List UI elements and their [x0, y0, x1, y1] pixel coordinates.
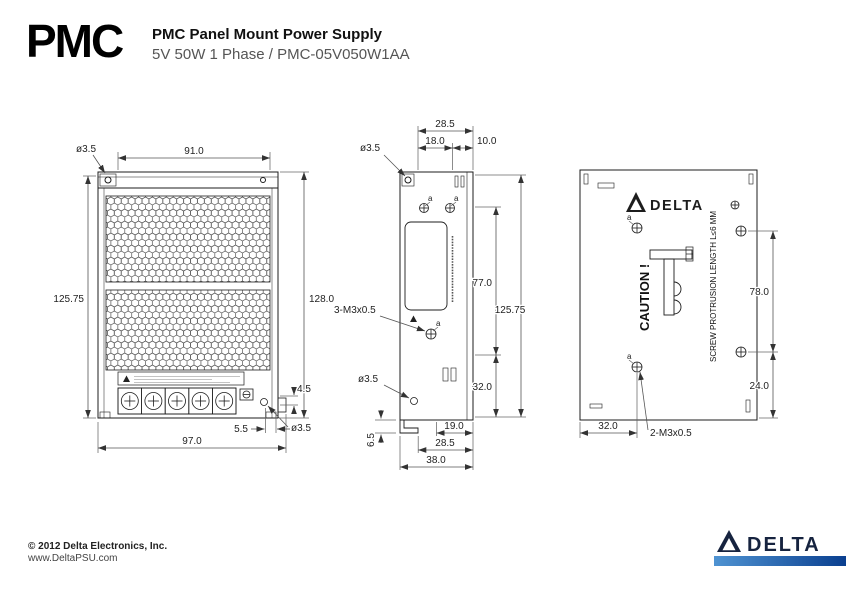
dim-side-depth-total: 38.0 [426, 455, 446, 466]
hole-label-a: a [436, 319, 441, 328]
dim-side-hole-bottom: ø3.5 [358, 374, 378, 385]
page-title: PMC Panel Mount Power Supply [152, 26, 383, 43]
back-screws [631, 200, 747, 373]
mount-hole-bottom [260, 398, 268, 406]
dim-front-height-right: 128.0 [309, 294, 334, 305]
back-dimensions: 78.0 24.0 32.0 2-M3x0.5 a a [579, 212, 778, 440]
connector-window [404, 221, 448, 311]
mount-hole-top-left [104, 176, 112, 184]
dim-front-offset-right: 4.5 [297, 384, 311, 395]
delta-logo: DELTA [714, 527, 846, 572]
delta-wordmark: DELTA [650, 198, 704, 214]
front-dimensions: ø3.5 91.0 125.75 128.0 97.0 5.5 ø3.5 4.5 [52, 143, 336, 453]
dim-side-height-77: 77.0 [473, 278, 493, 289]
caution-text: CAUTION ! [637, 264, 652, 331]
hole-label-a: a [627, 352, 632, 361]
dim-back-height-78: 78.0 [750, 287, 770, 298]
side-screw-mid [425, 328, 437, 340]
dim-side-hole-top: ø3.5 [360, 143, 380, 154]
hole-label-a: a [627, 213, 632, 222]
dim-side-height-32: 32.0 [473, 382, 493, 393]
voltage-adjust-pot [239, 388, 254, 401]
copyright-text: © 2012 Delta Electronics, Inc. [28, 541, 168, 552]
dim-front-width-top: 91.0 [184, 146, 204, 157]
mounting-bracket-drawing [649, 246, 694, 316]
side-view [399, 171, 474, 434]
website-text: www.DeltaPSU.com [28, 553, 118, 564]
dim-front-height-left: 125.75 [53, 294, 84, 305]
side-screws-top [419, 203, 455, 213]
dim-front-hole-bottom: ø3.5 [291, 423, 311, 434]
terminal-block [117, 387, 237, 415]
dim-front-offset-bottom: 5.5 [234, 424, 248, 435]
page-subtitle: 5V 50W 1 Phase / PMC-05V050W1AA [152, 46, 410, 63]
delta-triangle-icon [410, 315, 417, 322]
dim-side-screw-note: 3-M3x0.5 [334, 305, 376, 316]
dim-side-offset-10: 10.0 [477, 136, 497, 147]
dim-side-height-total: 125.75 [495, 305, 526, 316]
back-view: DELTA CAUTION ! SCREW PROTRUSION LENGTH … [579, 169, 758, 421]
delta-wordmark: DELTA [747, 534, 821, 556]
protrusion-note: SCREW PROTRUSION LENGTH L≤6 MM [709, 211, 718, 362]
dim-back-width-32: 32.0 [598, 421, 618, 432]
dim-side-depth-19: 19.0 [444, 421, 464, 432]
dim-back-screw-note: 2-M3x0.5 [650, 428, 692, 439]
vent-grille-lower [105, 289, 271, 371]
side-hole-bottom [410, 397, 418, 405]
mount-hole-top-right [260, 177, 266, 183]
dim-side-flange: 6.5 [366, 433, 377, 447]
brand-bar [714, 556, 846, 566]
hole-label-a: a [428, 194, 433, 203]
side-bottom-flange [399, 420, 419, 434]
dim-back-height-24: 24.0 [750, 381, 770, 392]
front-view [97, 171, 287, 419]
hole-label-a: a [454, 194, 459, 203]
side-hole-top [404, 176, 412, 184]
dim-side-width-top: 28.5 [435, 119, 455, 130]
dim-side-offset-18: 18.0 [425, 136, 445, 147]
side-dimensions: 28.5 18.0 10.0 ø3.5 3-M3x0.5 77.0 32.0 1… [333, 118, 527, 470]
delta-logo-back: DELTA [626, 192, 704, 214]
delta-triangle-icon [123, 375, 130, 382]
pmc-logo: PMC [26, 15, 124, 67]
dim-front-hole-top: ø3.5 [76, 144, 96, 155]
dim-front-width-bottom: 97.0 [182, 436, 202, 447]
vent-grille-upper [105, 195, 271, 283]
dim-side-depth-28-5: 28.5 [435, 438, 455, 449]
product-label-strip [117, 371, 245, 386]
